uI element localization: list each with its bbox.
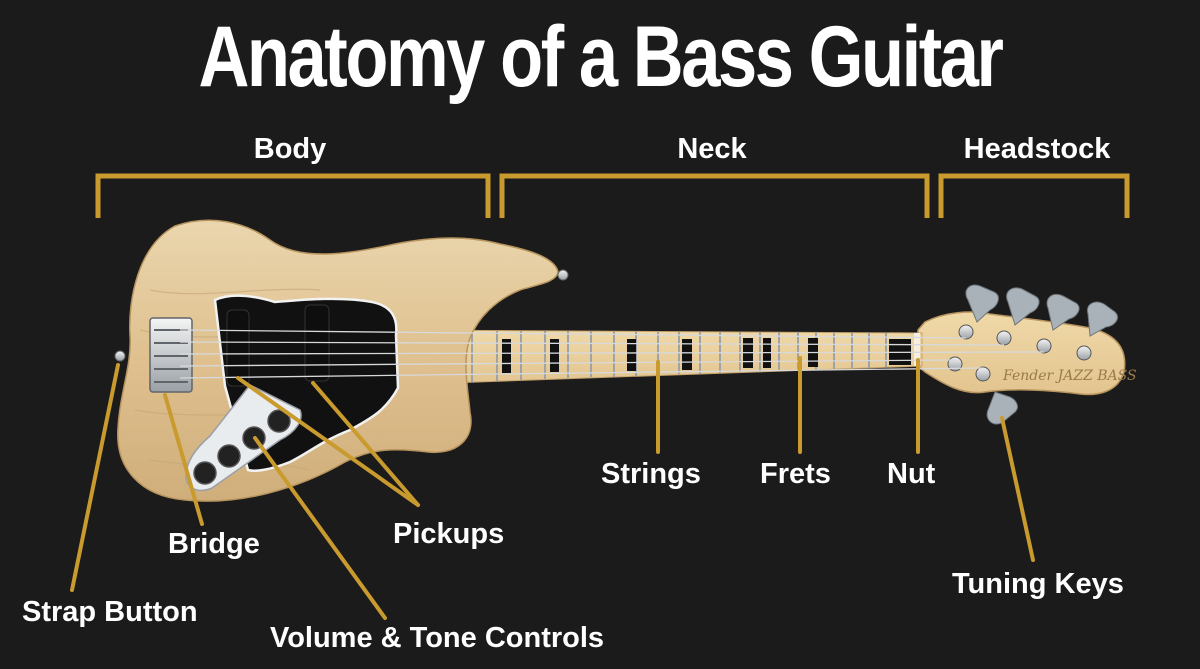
leader-tuning-keys <box>1000 416 1035 562</box>
section-label-body: Body <box>253 133 327 165</box>
tuning-keys <box>947 284 1118 425</box>
page-title: Anatomy of a Bass Guitar <box>198 9 1004 105</box>
strap-button <box>114 350 126 362</box>
label-strap-button: Strap Button <box>22 596 198 628</box>
bridge <box>149 317 193 393</box>
leader-lines <box>70 356 1035 620</box>
label-bridge: Bridge <box>168 528 260 560</box>
bracket-headstock <box>938 173 1130 218</box>
label-strings: Strings <box>601 458 701 490</box>
section-label-headstock: Headstock <box>963 133 1111 165</box>
leader-pickup-bridge <box>311 381 420 507</box>
leader-volume-tone <box>253 436 387 620</box>
headstock-logo: Fender JAZZ BASS <box>1002 368 1137 384</box>
leader-bridge <box>163 393 204 526</box>
nut <box>914 333 920 366</box>
leader-strap-button <box>70 363 120 592</box>
bracket-neck <box>499 173 930 218</box>
section-label-neck: Neck <box>677 133 747 165</box>
bracket-body <box>95 173 491 218</box>
strings <box>179 329 1045 379</box>
leader-pickup-neck <box>236 376 420 507</box>
label-pickups: Pickups <box>393 518 505 550</box>
label-volume-tone: Volume & Tone Controls <box>270 622 605 654</box>
control-plate <box>185 384 302 492</box>
label-tuning-keys: Tuning Keys <box>952 568 1124 600</box>
label-frets: Frets <box>760 458 831 490</box>
label-nut: Nut <box>887 458 936 490</box>
